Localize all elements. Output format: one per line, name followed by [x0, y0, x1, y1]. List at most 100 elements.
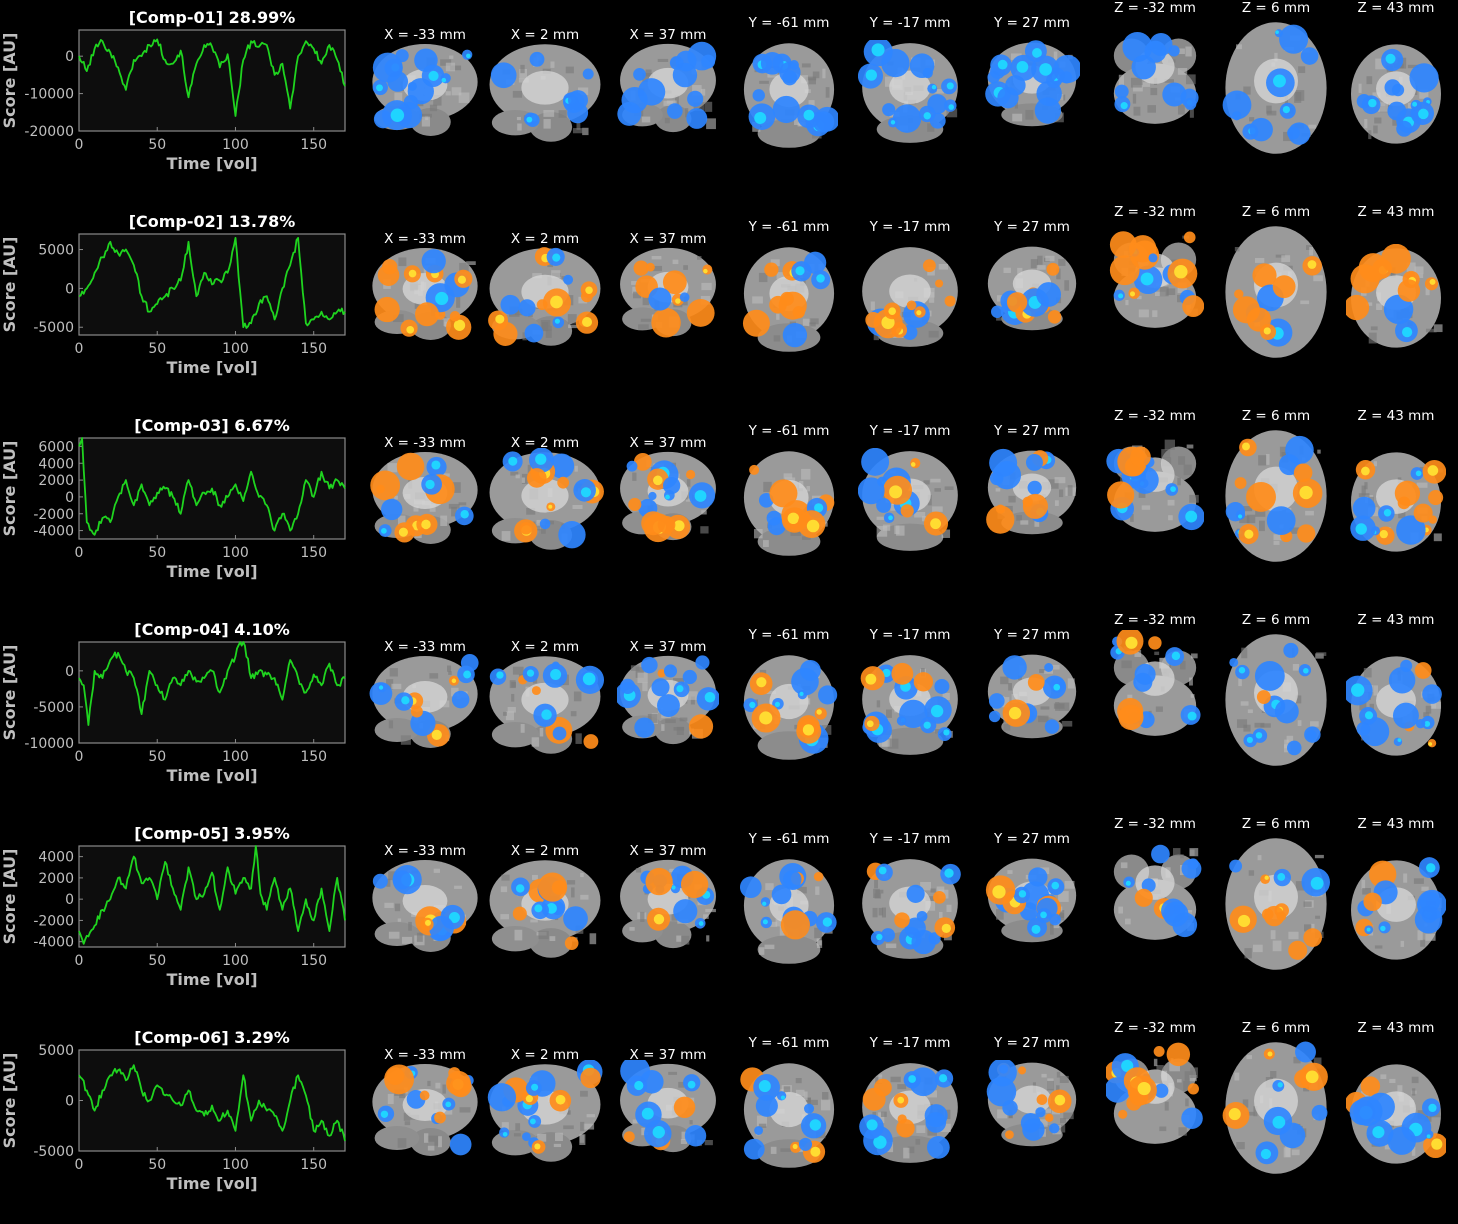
slice-coordinate-label: Y = -17 mm: [869, 831, 951, 847]
brain-slice-image: [1110, 630, 1201, 736]
slice-panel: X = 37 mm: [607, 408, 729, 608]
brain-slice-image: [489, 860, 601, 958]
brain-slice-image: [372, 44, 478, 136]
slice-coordinate-label: Z = 6 mm: [1241, 204, 1311, 220]
brain-slice-image: [372, 1064, 478, 1156]
slice-panel: X = 37 mm: [607, 204, 729, 404]
slice-panel: Y = 27 mm: [974, 204, 1090, 404]
brain-slice-image: [620, 859, 716, 949]
slice-panel: X = 2 mm: [476, 0, 614, 200]
x-tick-label: 0: [75, 341, 84, 357]
slice-panel: X = -33 mm: [359, 1020, 491, 1220]
brain-slice-image: [986, 1060, 1077, 1147]
slice-coordinate-label: X = 2 mm: [510, 843, 580, 859]
x-tick-label: 0: [75, 545, 84, 561]
slice-panel: Z = 43 mm: [1336, 816, 1456, 1016]
slice-panel: Z = 43 mm: [1336, 408, 1456, 608]
score-trace: [78, 641, 346, 726]
y-tick-label: 2000: [38, 473, 74, 489]
slice-panel: X = 2 mm: [476, 1020, 614, 1220]
slice-coordinate-label: Z = -32 mm: [1114, 408, 1196, 424]
brain-slice-image: [372, 860, 478, 952]
slice-panel: X = 37 mm: [607, 0, 729, 200]
slice-coordinate-label: Z = 43 mm: [1357, 1020, 1435, 1036]
brain-slice-image: [862, 247, 958, 347]
slice-panel: Y = -61 mm: [730, 1020, 848, 1220]
chart-title: [Comp-02] 13.78%: [129, 212, 296, 231]
y-tick-label: -4000: [33, 935, 74, 951]
score-trace: [78, 1064, 346, 1142]
brain-slice-image: [1225, 226, 1327, 358]
slice-coordinate-label: Z = -32 mm: [1114, 612, 1196, 628]
brain-slice-image: [489, 44, 601, 142]
brain-slice-image: [487, 1060, 603, 1162]
slice-panel: Y = 27 mm: [974, 612, 1090, 812]
x-axis-label: Time [vol]: [166, 970, 257, 989]
slice-panel: X = 2 mm: [476, 408, 614, 608]
slice-panel: Z = -32 mm: [1096, 1020, 1214, 1220]
brain-slice-image: [489, 656, 604, 754]
y-tick-label: -2000: [33, 507, 74, 523]
slice-coordinate-label: X = -33 mm: [384, 231, 466, 247]
brain-slice-image: [743, 655, 838, 760]
slice-coordinate-label: Y = 27 mm: [994, 15, 1070, 31]
slice-panel: Z = 43 mm: [1336, 204, 1456, 404]
slice-panel: Y = -17 mm: [848, 204, 972, 404]
y-tick-label: 6000: [38, 439, 74, 455]
slice-coordinate-label: Y = -61 mm: [748, 15, 830, 31]
slice-panel: Y = -17 mm: [848, 1020, 972, 1220]
x-tick-label: 0: [75, 953, 84, 969]
slice-coordinate-label: X = 37 mm: [629, 435, 707, 451]
plot-area: [78, 845, 346, 948]
slice-coordinate-label: Y = 27 mm: [994, 831, 1070, 847]
slice-panel: Y = -61 mm: [730, 612, 848, 812]
slice-coordinate-label: X = -33 mm: [384, 1047, 466, 1063]
slice-panel: Z = 6 mm: [1211, 204, 1341, 404]
slice-panel: X = 37 mm: [607, 612, 729, 812]
chart-title: [Comp-03] 6.67%: [134, 416, 289, 435]
slice-coordinate-label: Y = -17 mm: [869, 423, 951, 439]
x-tick-label: 50: [148, 545, 166, 561]
brain-slice-image: [740, 859, 837, 964]
y-axis-label: Score [AU]: [0, 237, 19, 333]
brain-slice-image: [859, 1063, 958, 1163]
y-tick-label: 4000: [38, 456, 74, 472]
slice-coordinate-label: Y = -17 mm: [869, 627, 951, 643]
slice-panel: X = 2 mm: [476, 816, 614, 1016]
slice-panel: Z = 43 mm: [1336, 612, 1456, 812]
slice-panel: X = 37 mm: [607, 816, 729, 1016]
brain-slice-image: [860, 655, 958, 755]
y-tick-label: -2000: [33, 913, 74, 929]
slice-coordinate-label: Y = -17 mm: [869, 1035, 951, 1051]
brain-slice-image: [620, 1060, 716, 1153]
slice-coordinate-label: Y = 27 mm: [994, 627, 1070, 643]
plot-area: [78, 1049, 346, 1152]
x-tick-label: 50: [148, 749, 166, 765]
slice-coordinate-label: X = 37 mm: [629, 1047, 707, 1063]
slice-panel: Y = -17 mm: [848, 612, 972, 812]
slice-coordinate-label: Z = 43 mm: [1357, 0, 1435, 16]
chart-title: [Comp-06] 3.29%: [134, 1028, 289, 1047]
slice-coordinate-label: Y = -17 mm: [869, 219, 951, 235]
slice-coordinate-label: X = 37 mm: [629, 843, 707, 859]
slice-panel: Z = -32 mm: [1096, 816, 1214, 1016]
x-tick-label: 0: [75, 1157, 84, 1173]
slice-panel: Y = -61 mm: [730, 408, 848, 608]
x-axis-label: Time [vol]: [166, 766, 257, 785]
brain-slice-image: [1346, 244, 1443, 348]
brain-slice-image: [1106, 1042, 1203, 1144]
x-tick-label: 0: [75, 749, 84, 765]
brain-slice-image: [620, 451, 716, 543]
y-axis-label: Score [AU]: [0, 441, 19, 537]
brain-slices: X = -33 mm X = 2 mm X = 37 mm Y = -61 mm Y =…: [365, 1020, 1458, 1224]
x-tick-label: 100: [222, 137, 249, 153]
brain-slice-image: [1222, 22, 1327, 154]
slice-panel: Y = -61 mm: [730, 0, 848, 200]
slice-panel: X = -33 mm: [359, 204, 491, 404]
